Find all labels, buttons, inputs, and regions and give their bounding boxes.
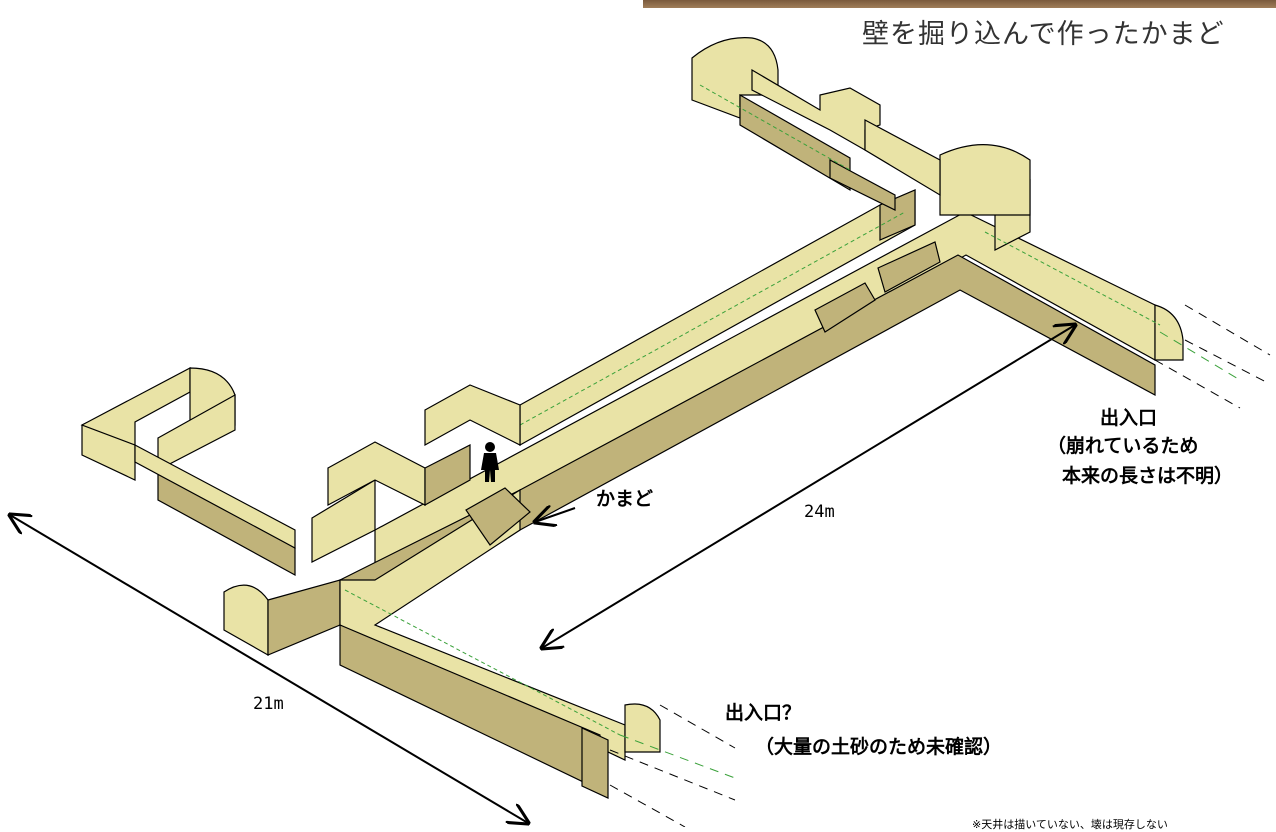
entrance-bottom-label: 出入口？: [725, 702, 802, 724]
right-stub-arch: [939, 144, 1031, 216]
lower-end-box: [581, 727, 609, 799]
right-end-arch: [1154, 304, 1184, 361]
maze-wall-c: [829, 158, 896, 211]
maze-wall-d: [864, 119, 941, 197]
kamado-box-2: [877, 241, 941, 293]
entrance-right-note-1: （崩れているため: [1047, 435, 1199, 457]
exit-extension-lines: [609, 304, 1271, 827]
entrance-bottom-note: （大量の土砂のため未確認）: [755, 736, 1003, 758]
title-bar: [643, 0, 1276, 8]
entrance-right-note-2: 本来の長さは不明）: [1062, 465, 1234, 487]
exit-floor-lines: [619, 331, 1241, 779]
maze-wall-b: [751, 68, 881, 152]
page-title: 壁を掘り込んで作ったかまど: [862, 19, 1225, 50]
dim-24-arrow: [542, 325, 1075, 648]
human-figure-icon: [481, 442, 499, 482]
lower-arch: [223, 584, 269, 657]
left-wall-1: [80, 367, 191, 446]
maze-wall-a: [739, 93, 851, 192]
mid-wall-2: [327, 441, 426, 506]
lower-end-arch: [624, 703, 661, 753]
lower-corridor-top: [267, 579, 341, 656]
kamado-label: かまど: [596, 488, 654, 510]
footnote: ※天井は描いていない、壊は現存しない: [972, 818, 1168, 831]
dim-21-arrow: [10, 515, 528, 823]
dimension-24m-label: 24m: [804, 502, 835, 522]
entrance-right-label: 出入口: [1100, 407, 1158, 429]
mid-wall-4: [424, 444, 471, 507]
upper-right-maze: [691, 37, 941, 211]
dimension-21m-label: 21m: [253, 694, 284, 714]
kamado-pointer: [535, 508, 576, 522]
mid-wall-3: [424, 384, 521, 447]
dimension-arrows: [10, 325, 1075, 823]
